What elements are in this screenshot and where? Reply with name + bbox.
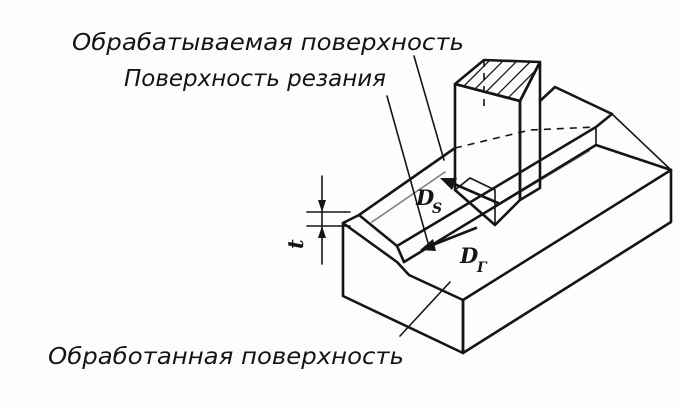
leader-cutting-surface xyxy=(386,95,429,244)
label-feed-d: D xyxy=(415,185,435,210)
leader-machined-surface xyxy=(413,55,445,161)
label-machined-surface: Обрабатываемая поверхность xyxy=(72,30,464,56)
label-finished-surface: Обработанная поверхность xyxy=(48,344,404,370)
label-feed-s: S xyxy=(432,201,442,217)
surface-shade-2 xyxy=(371,171,446,223)
upper-surface-back-edge xyxy=(538,85,614,116)
label-cut-d: D xyxy=(459,243,479,268)
surface-shade-1 xyxy=(419,150,590,253)
upper-surface-edge xyxy=(357,146,457,217)
tool-front-face xyxy=(453,82,522,227)
tool-cutting-edge xyxy=(454,177,496,226)
feed-arrow xyxy=(440,178,500,205)
label-depth-t: t xyxy=(283,239,308,249)
tool-section xyxy=(453,58,542,103)
leader-finished-surface xyxy=(399,281,451,337)
hidden-edge xyxy=(454,126,597,149)
cutting-arrow xyxy=(420,226,478,251)
cutting-tool xyxy=(453,58,542,227)
workpiece xyxy=(341,85,673,355)
workpiece-right-face xyxy=(461,168,673,355)
label-cut-g: Г xyxy=(476,260,488,276)
workpiece-left-step xyxy=(341,213,406,264)
label-cutting-surface: Поверхность резания xyxy=(124,66,386,92)
step-wall-front xyxy=(611,113,672,171)
depth-dimension xyxy=(306,175,351,265)
